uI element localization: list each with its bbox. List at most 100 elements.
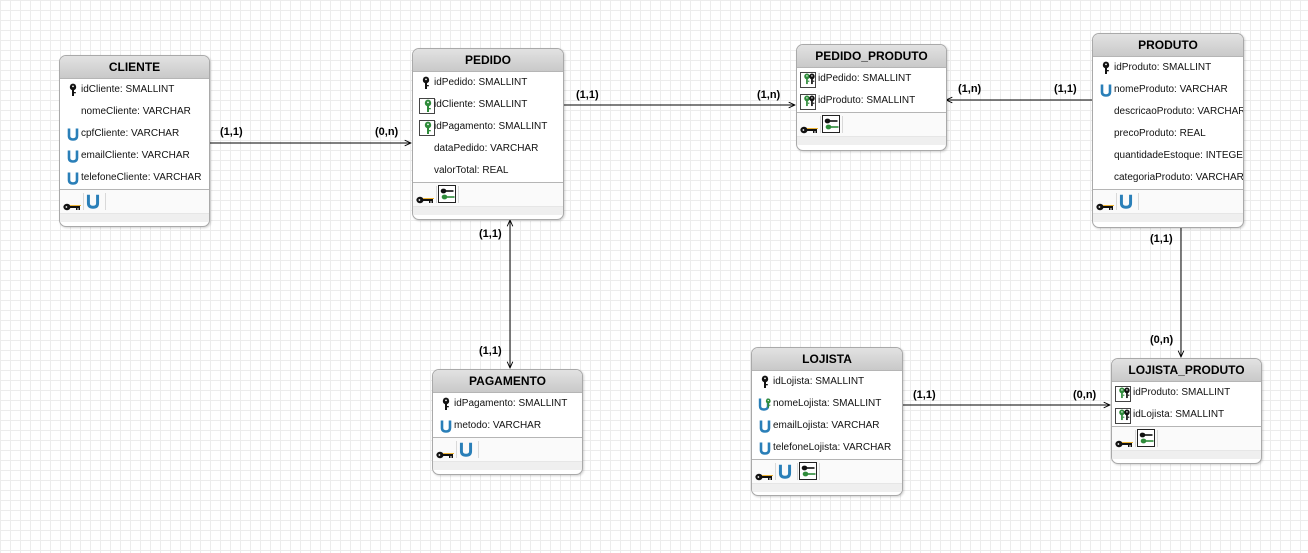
entity-title: PEDIDO [413, 49, 563, 72]
attribute-label: idLojista: SMALLINT [773, 376, 865, 387]
attribute-label: idCliente: SMALLINT [434, 99, 528, 110]
attribute-row[interactable]: categoriaProduto: VARCHAR [1093, 167, 1243, 189]
entity-cliente[interactable]: CLIENTE idCliente: SMALLINT nomeCliente: … [59, 55, 210, 227]
attribute-row[interactable]: idPedido: SMALLINT [797, 68, 946, 90]
add-unique-icon[interactable] [777, 463, 793, 479]
attribute-label: categoriaProduto: VARCHAR [1114, 172, 1243, 183]
attribute-label: idProduto: SMALLINT [1114, 62, 1212, 73]
attribute-row[interactable]: idPagamento: SMALLINT [413, 116, 563, 138]
unique-icon [66, 127, 80, 141]
primary-key-icon [66, 83, 80, 97]
primary-foreign-key-icon [1115, 408, 1131, 424]
cardinality-pedido-pedidoproduto-from: (1,1) [576, 89, 599, 101]
entity-footer [797, 112, 946, 136]
entity-title: LOJISTA_PRODUTO [1112, 359, 1261, 382]
attribute-label: idProduto: SMALLINT [818, 95, 916, 106]
add-unique-icon[interactable] [1118, 193, 1134, 209]
primary-key-icon [758, 375, 772, 389]
attribute-label: idPagamento: SMALLINT [434, 121, 548, 132]
attribute-row[interactable]: emailLojista: VARCHAR [752, 415, 902, 437]
attribute-row[interactable]: precoProduto: REAL [1093, 123, 1243, 145]
primary-key-icon [439, 397, 453, 411]
entity-title: PEDIDO_PRODUTO [797, 45, 946, 68]
attribute-row[interactable]: quantidadeEstoque: INTEGER [1093, 145, 1243, 167]
add-key-icon[interactable] [63, 197, 81, 213]
cardinality-cliente-pedido-from: (1,1) [220, 126, 243, 138]
attribute-row[interactable]: idProduto: SMALLINT [1093, 57, 1243, 79]
entity-produto[interactable]: PRODUTO idProduto: SMALLINT nomeProduto: … [1092, 33, 1244, 228]
attribute-label: idCliente: SMALLINT [81, 84, 175, 95]
attribute-row[interactable]: idProduto: SMALLINT [1112, 382, 1261, 404]
attribute-row[interactable]: idLojista: SMALLINT [1112, 404, 1261, 426]
attribute-row[interactable]: idLojista: SMALLINT [752, 371, 902, 393]
attribute-label: idProduto: SMALLINT [1133, 387, 1231, 398]
attribute-row[interactable]: descricaoProduto: VARCHAR [1093, 101, 1243, 123]
cardinality-pedido-pagamento-to: (1,1) [479, 345, 502, 357]
attribute-row[interactable]: dataPedido: VARCHAR [413, 138, 563, 160]
primary-foreign-key-icon [1115, 386, 1131, 402]
attribute-label: idPedido: SMALLINT [434, 77, 528, 88]
attribute-label: valorTotal: REAL [434, 165, 509, 176]
attribute-row[interactable]: idCliente: SMALLINT [413, 94, 563, 116]
attribute-row[interactable]: metodo: VARCHAR [433, 415, 582, 437]
cardinality-pedido-pagamento-from: (1,1) [479, 228, 502, 240]
attribute-row[interactable]: idPagamento: SMALLINT [433, 393, 582, 415]
add-foreign-key-icon[interactable] [1137, 429, 1155, 447]
attribute-row[interactable]: idProduto: SMALLINT [797, 90, 946, 112]
attribute-list: idPagamento: SMALLINT metodo: VARCHAR [433, 393, 582, 437]
entity-pedido-produto[interactable]: PEDIDO_PRODUTO idPedido: SMALLINT idProdu… [796, 44, 947, 151]
attribute-row[interactable]: nomeLojista: SMALLINT [752, 393, 902, 415]
cardinality-lojista-lojistaproduto-from: (1,1) [913, 389, 936, 401]
add-key-icon[interactable] [436, 445, 454, 461]
cardinality-produto-pedidoproduto-to: (1,n) [958, 83, 982, 95]
entity-lojista-produto[interactable]: LOJISTA_PRODUTO idProduto: SMALLINT idLoj… [1111, 358, 1262, 464]
attribute-row[interactable]: idCliente: SMALLINT [60, 79, 209, 101]
attribute-row[interactable]: telefoneCliente: VARCHAR [60, 167, 209, 189]
add-unique-icon[interactable] [458, 441, 474, 457]
attribute-label: emailLojista: VARCHAR [773, 420, 880, 431]
add-foreign-key-icon[interactable] [799, 462, 817, 480]
attribute-row[interactable]: cpfCliente: VARCHAR [60, 123, 209, 145]
attribute-list: idPedido: SMALLINT idProduto: SMALLINT [797, 68, 946, 112]
entity-footer [1112, 426, 1261, 450]
attribute-row[interactable]: idPedido: SMALLINT [413, 72, 563, 94]
attribute-row[interactable]: nomeCliente: VARCHAR [60, 101, 209, 123]
attribute-list: idLojista: SMALLINT nomeLojista: SMALLINT… [752, 371, 902, 459]
unique-icon [1099, 83, 1113, 97]
unique-icon [758, 419, 772, 433]
cardinality-produto-lojistaproduto-from: (1,1) [1150, 233, 1173, 245]
attribute-label: nomeProduto: VARCHAR [1114, 84, 1228, 95]
unique-icon [439, 419, 453, 433]
attribute-label: nomeCliente: VARCHAR [81, 106, 191, 117]
add-key-icon[interactable] [800, 120, 818, 136]
attribute-label: metodo: VARCHAR [454, 420, 542, 431]
primary-key-icon [419, 76, 433, 90]
entity-pedido[interactable]: PEDIDO idPedido: SMALLINT idCliente: SMAL… [412, 48, 564, 220]
attribute-row[interactable]: nomeProduto: VARCHAR [1093, 79, 1243, 101]
attribute-list: idProduto: SMALLINT nomeProduto: VARCHAR d… [1093, 57, 1243, 189]
add-key-icon[interactable] [755, 467, 773, 483]
add-foreign-key-icon[interactable] [822, 115, 840, 133]
add-key-icon[interactable] [1115, 434, 1133, 450]
attribute-label: precoProduto: REAL [1114, 128, 1206, 139]
attribute-row[interactable]: emailCliente: VARCHAR [60, 145, 209, 167]
add-unique-icon[interactable] [85, 193, 101, 209]
attribute-row[interactable]: telefoneLojista: VARCHAR [752, 437, 902, 459]
add-foreign-key-icon[interactable] [438, 185, 456, 203]
attribute-label: idPagamento: SMALLINT [454, 398, 568, 409]
add-key-icon[interactable] [416, 190, 434, 206]
entity-footer [60, 189, 209, 213]
attribute-label: quantidadeEstoque: INTEGER [1114, 150, 1243, 161]
entity-title: PRODUTO [1093, 34, 1243, 57]
entity-title: CLIENTE [60, 56, 209, 79]
entity-footer [752, 459, 902, 483]
foreign-key-icon [419, 120, 435, 136]
attribute-label: emailCliente: VARCHAR [81, 150, 190, 161]
unique-foreign-key-icon [758, 397, 772, 411]
add-key-icon[interactable] [1096, 197, 1114, 213]
attribute-row[interactable]: valorTotal: REAL [413, 160, 563, 182]
